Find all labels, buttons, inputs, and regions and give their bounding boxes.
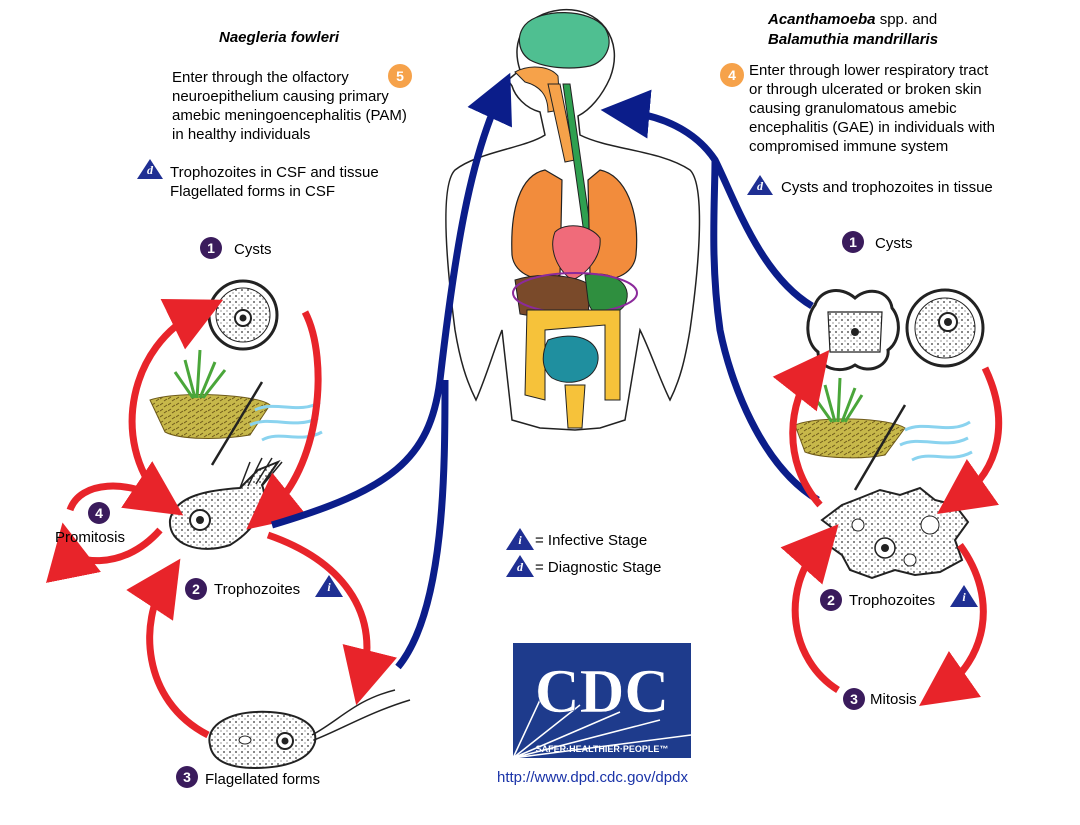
legend-infective-symbol: i bbox=[518, 533, 522, 547]
grass-icon bbox=[173, 349, 227, 399]
naegleria-entry-step-badge: 5 bbox=[388, 64, 412, 88]
naegleria-flagellate-image bbox=[208, 689, 411, 770]
legend-diagnostic-icon bbox=[506, 555, 534, 577]
human-body bbox=[445, 9, 701, 431]
acanthamoeba-title-line2: Balamuthia mandrillaris bbox=[768, 31, 939, 48]
acanthamoeba-diagnostic-text: Cysts and trophozoites in tissue bbox=[781, 179, 993, 196]
brain-icon bbox=[518, 12, 610, 69]
naegleria-infective-icon bbox=[315, 575, 343, 597]
naegleria-promitosis-step-badge: 4 bbox=[88, 502, 110, 524]
arrow-promitosis-out bbox=[66, 461, 184, 516]
legend-diagnostic-label: = Diagnostic Stage bbox=[535, 559, 662, 576]
naegleria-trophozoites-label: Trophozoites bbox=[214, 581, 301, 598]
heart bbox=[552, 225, 601, 281]
small-intestine bbox=[542, 335, 599, 383]
acanthamoeba-cysts-step-badge: 1 bbox=[842, 231, 864, 253]
naegleria-cysts-image bbox=[207, 279, 279, 351]
naegleria-trophozoites-step-badge: 2 bbox=[185, 578, 207, 600]
acanthamoeba-title-suffix: spp. and bbox=[875, 11, 938, 28]
acanthamoeba-entry-text: Enter through lower respiratory tract or… bbox=[749, 62, 995, 155]
arrow-cyst-to-trophozoite bbox=[246, 310, 322, 530]
acanthamoeba-mitosis-step-badge: 3 bbox=[843, 688, 865, 710]
grass-icon bbox=[813, 377, 864, 423]
acanthamoeba-title: Acanthamoeba spp. and bbox=[768, 10, 937, 29]
naegleria-cysts-step-badge: 1 bbox=[200, 237, 222, 259]
acanthamoeba-diagnostic-symbol: d bbox=[757, 179, 763, 193]
naegleria-trophozoite-image bbox=[168, 457, 283, 550]
naegleria-promitosis-label: Promitosis bbox=[55, 529, 126, 546]
acanthamoeba-cyst-image-2 bbox=[905, 288, 985, 368]
naegleria-diagnostic-icon bbox=[137, 159, 163, 179]
arrow-flagellate-to-trophozoite bbox=[126, 558, 210, 739]
acanthamoeba-diagnostic-icon bbox=[747, 175, 773, 195]
legend-diagnostic-symbol: d bbox=[517, 560, 523, 574]
transmission-arrows bbox=[271, 72, 820, 670]
acanthamoeba-cysts-label: Cysts bbox=[875, 235, 913, 252]
naegleria-diagnostic-symbol: d bbox=[147, 163, 153, 177]
arrow-flagellate-to-nose bbox=[395, 379, 449, 670]
acanthamoeba-mitosis-label: Mitosis bbox=[870, 691, 917, 708]
legend-infective-icon bbox=[506, 528, 534, 550]
acanthamoeba-cycle-arrows bbox=[772, 349, 1003, 707]
acanthamoeba-entry-step-badge: 4 bbox=[720, 63, 744, 87]
naegleria-soil-water-image bbox=[149, 349, 323, 466]
acanthamoeba-trophozoites-step-badge: 2 bbox=[820, 589, 842, 611]
rectum bbox=[564, 384, 586, 429]
cdc-logo-text: CDC bbox=[535, 658, 669, 726]
water-waves-icon bbox=[899, 420, 973, 462]
arrow-promitosis-in bbox=[46, 522, 163, 584]
legend-infective-label: = Infective Stage bbox=[535, 532, 648, 549]
arrow-trophozoite-to-flagellate bbox=[266, 531, 397, 706]
naegleria-flagellated-label: Flagellated forms bbox=[205, 771, 321, 788]
naegleria-entry-text: Enter through the olfactory neuroepithel… bbox=[172, 69, 407, 143]
dpdx-url-link[interactable]: http://www.dpd.cdc.gov/dpdx bbox=[497, 769, 688, 786]
arrow-trophozoite-to-nose bbox=[271, 72, 512, 529]
acanthamoeba-infective-icon bbox=[950, 585, 978, 607]
arrow-cyst-to-trophozoite bbox=[937, 366, 1003, 515]
naegleria-flagellated-step-badge: 3 bbox=[176, 766, 198, 788]
naegleria-title: Naegleria fowleri bbox=[219, 29, 340, 46]
acanthamoeba-cyst-image-1 bbox=[806, 289, 900, 371]
arrow-trophozoite-to-body bbox=[710, 159, 820, 503]
body-outline bbox=[445, 9, 701, 431]
naegleria-diagnostic-text: Trophozoites in CSF and tissue Flagellat… bbox=[170, 164, 379, 200]
naegleria-infective-symbol: i bbox=[327, 580, 331, 594]
acanthamoeba-soil-water-image bbox=[794, 377, 973, 491]
arrow-trophozoite-to-cyst bbox=[772, 349, 830, 508]
cdc-tagline: SAFER·HEALTHIER·PEOPLE™ bbox=[536, 744, 669, 754]
acanthamoeba-trophozoite-image bbox=[820, 486, 970, 580]
acanthamoeba-title-genus: Acanthamoeba bbox=[768, 11, 876, 28]
arrow-mitosis-to-trophozoite bbox=[780, 524, 840, 693]
acanthamoeba-trophozoites-label: Trophozoites bbox=[849, 592, 936, 609]
naegleria-cycle-arrows bbox=[46, 299, 397, 739]
acanthamoeba-infective-symbol: i bbox=[962, 590, 966, 604]
cdc-logo: CDC SAFER·HEALTHIER·PEOPLE™ bbox=[512, 643, 692, 759]
naegleria-cysts-label: Cysts bbox=[234, 241, 272, 258]
arrow-trophozoite-to-mitosis bbox=[919, 542, 987, 707]
